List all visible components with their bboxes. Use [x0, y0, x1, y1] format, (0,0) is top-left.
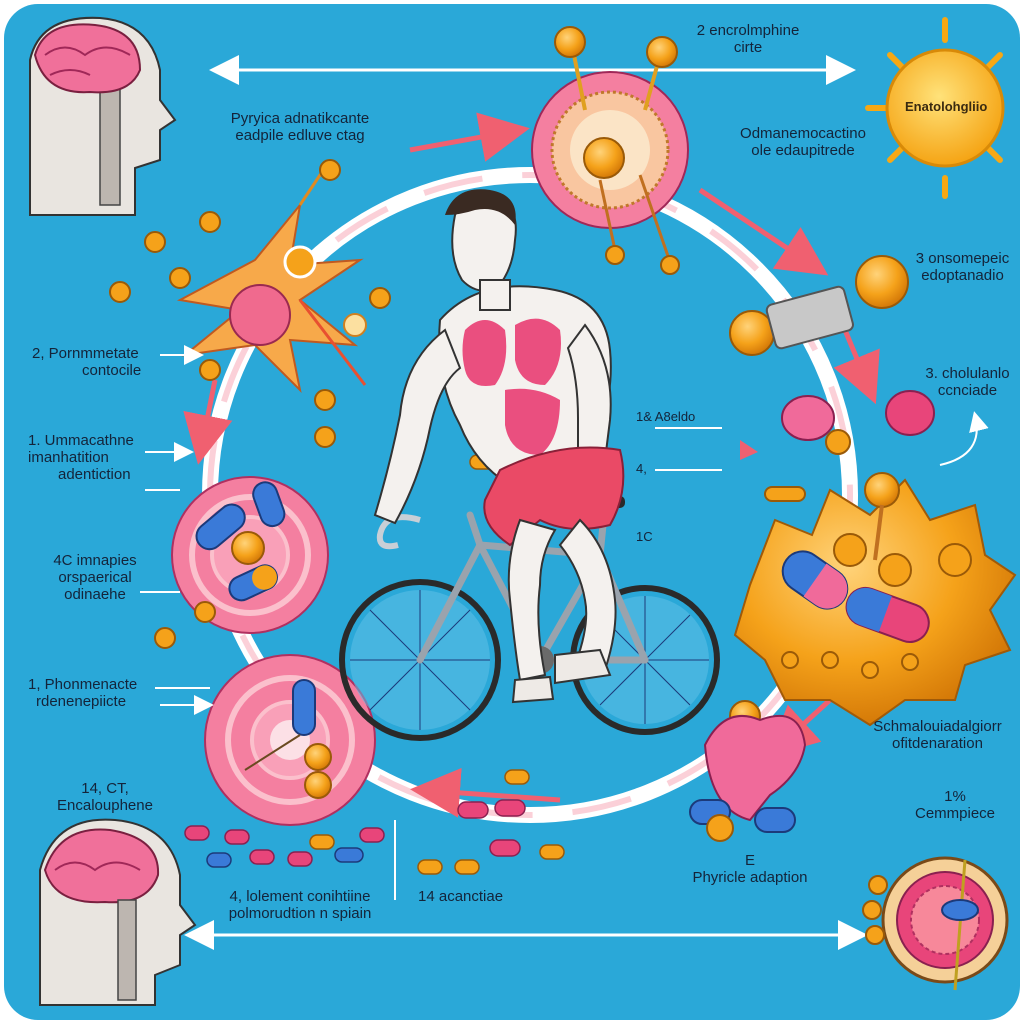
label-line: ccnciade [937, 382, 998, 399]
label-center-2: 4, [636, 461, 647, 476]
head-brain-icon [39, 818, 197, 1006]
label-line: Odmanemocactino [740, 125, 866, 142]
label-top-center: 2 encrolmphine cirte [668, 22, 828, 56]
cyclist-icon [339, 189, 720, 741]
molecule-dots [154, 601, 216, 649]
burst-cell-icon [729, 472, 1017, 774]
label-center-3: 1C [636, 529, 653, 544]
label-bottom-center: E Phyricle adaption [660, 852, 840, 886]
label-line: rdenenepiicte [36, 693, 127, 710]
label-right-2: 3. cholulanlo ccnciade [915, 365, 1020, 399]
label-line: Phyricle adaption [692, 869, 808, 886]
label-bottom-mid: 14 acanctiae [418, 888, 504, 905]
label-pointers [140, 345, 722, 900]
label-line: adentiction [58, 466, 131, 483]
label-left-1: 2, Pornmmetate contocile [32, 345, 141, 379]
sun-icon [865, 17, 1005, 199]
receptor-disc-icon [171, 476, 329, 634]
label-left-5: 14, CT, Encalouphene [30, 780, 180, 814]
label-line: orspaerical [58, 569, 132, 586]
heart-icon [689, 715, 807, 842]
label-left-2: 1. Ummacathne imanhatition adentiction [28, 432, 134, 483]
label-line: 3. cholulanlo [925, 365, 1010, 382]
label-line: contocile [82, 362, 142, 379]
label-right-3: Schmalouiadalgiorr ofitdenaration [855, 718, 1020, 752]
label-line: 1% [944, 788, 966, 805]
label-line: odinaehe [64, 586, 126, 603]
label-line: ole edaupitrede [751, 142, 855, 159]
label-center-1: 1& A8eldo [636, 409, 696, 424]
label-line: 1. Ummacathne [28, 432, 134, 449]
label-line: E [744, 852, 755, 869]
label-line: Cemmpiece [914, 805, 996, 822]
label-line: 2 encrolmphine [696, 22, 800, 39]
label-line: 14, CT, [81, 780, 129, 797]
label-left-3: 4C imnapies orspaerical odinaehe [20, 552, 170, 603]
label-right-1: 3 onsomepeic edoptanadio [905, 250, 1020, 284]
label-line: Encalouphene [57, 797, 153, 814]
receptor-cell-icon [531, 26, 689, 275]
muscle-fiber-icon [862, 856, 1009, 991]
molecule-dots [109, 159, 391, 448]
label-line: 1, Phonmenacte [28, 676, 138, 693]
label-line: 4C imnapies [53, 552, 137, 569]
label-top-right: Odmanemocactino ole edaupitrede [728, 125, 878, 159]
label-line: edoptanadio [921, 267, 1004, 284]
scattered-pills [184, 454, 565, 875]
label-left-4: 1, Phonmenacte rdenenepiicte [28, 676, 137, 710]
pink-tablets [740, 390, 935, 502]
label-line: polmorudtion n spiain [228, 905, 372, 922]
label-line: Schmalouiadalgiorr [873, 718, 1002, 735]
head-brain-icon [29, 16, 177, 216]
receptor-disc-icon [204, 654, 376, 826]
label-line: Pyryica adnatikcante [230, 110, 370, 127]
neuron-icon [176, 159, 367, 394]
connector-icon [729, 255, 909, 356]
capsule-icon [845, 586, 930, 643]
label-line: 4, lolement conihtiine [229, 888, 371, 905]
label-line: 3 onsomepeic [915, 250, 1010, 267]
label-right-4: 1% Cemmpiece [905, 788, 1005, 822]
label-line: eadpile edluve ctag [235, 127, 365, 144]
label-line: ofitdenaration [892, 735, 983, 752]
label-line: cirte [733, 39, 763, 56]
sun-label: Enatolohgliio [905, 99, 988, 114]
label-line: 2, Pornmmetate [32, 345, 139, 362]
label-line: imanhatition [28, 449, 109, 466]
capsule-icon [781, 550, 849, 610]
label-top-left: Pyryica adnatikcante eadpile edluve ctag [200, 110, 400, 144]
label-bottom-left: 4, lolement conihtiine polmorudtion n sp… [200, 888, 400, 922]
